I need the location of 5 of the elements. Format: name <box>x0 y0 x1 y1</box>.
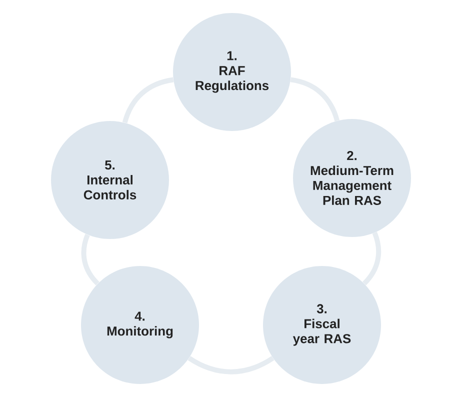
ring-arc <box>290 77 340 122</box>
ring-arc <box>188 356 274 374</box>
ring-arc <box>81 234 100 286</box>
ring-arc <box>122 77 174 124</box>
ring-arc <box>362 232 382 286</box>
